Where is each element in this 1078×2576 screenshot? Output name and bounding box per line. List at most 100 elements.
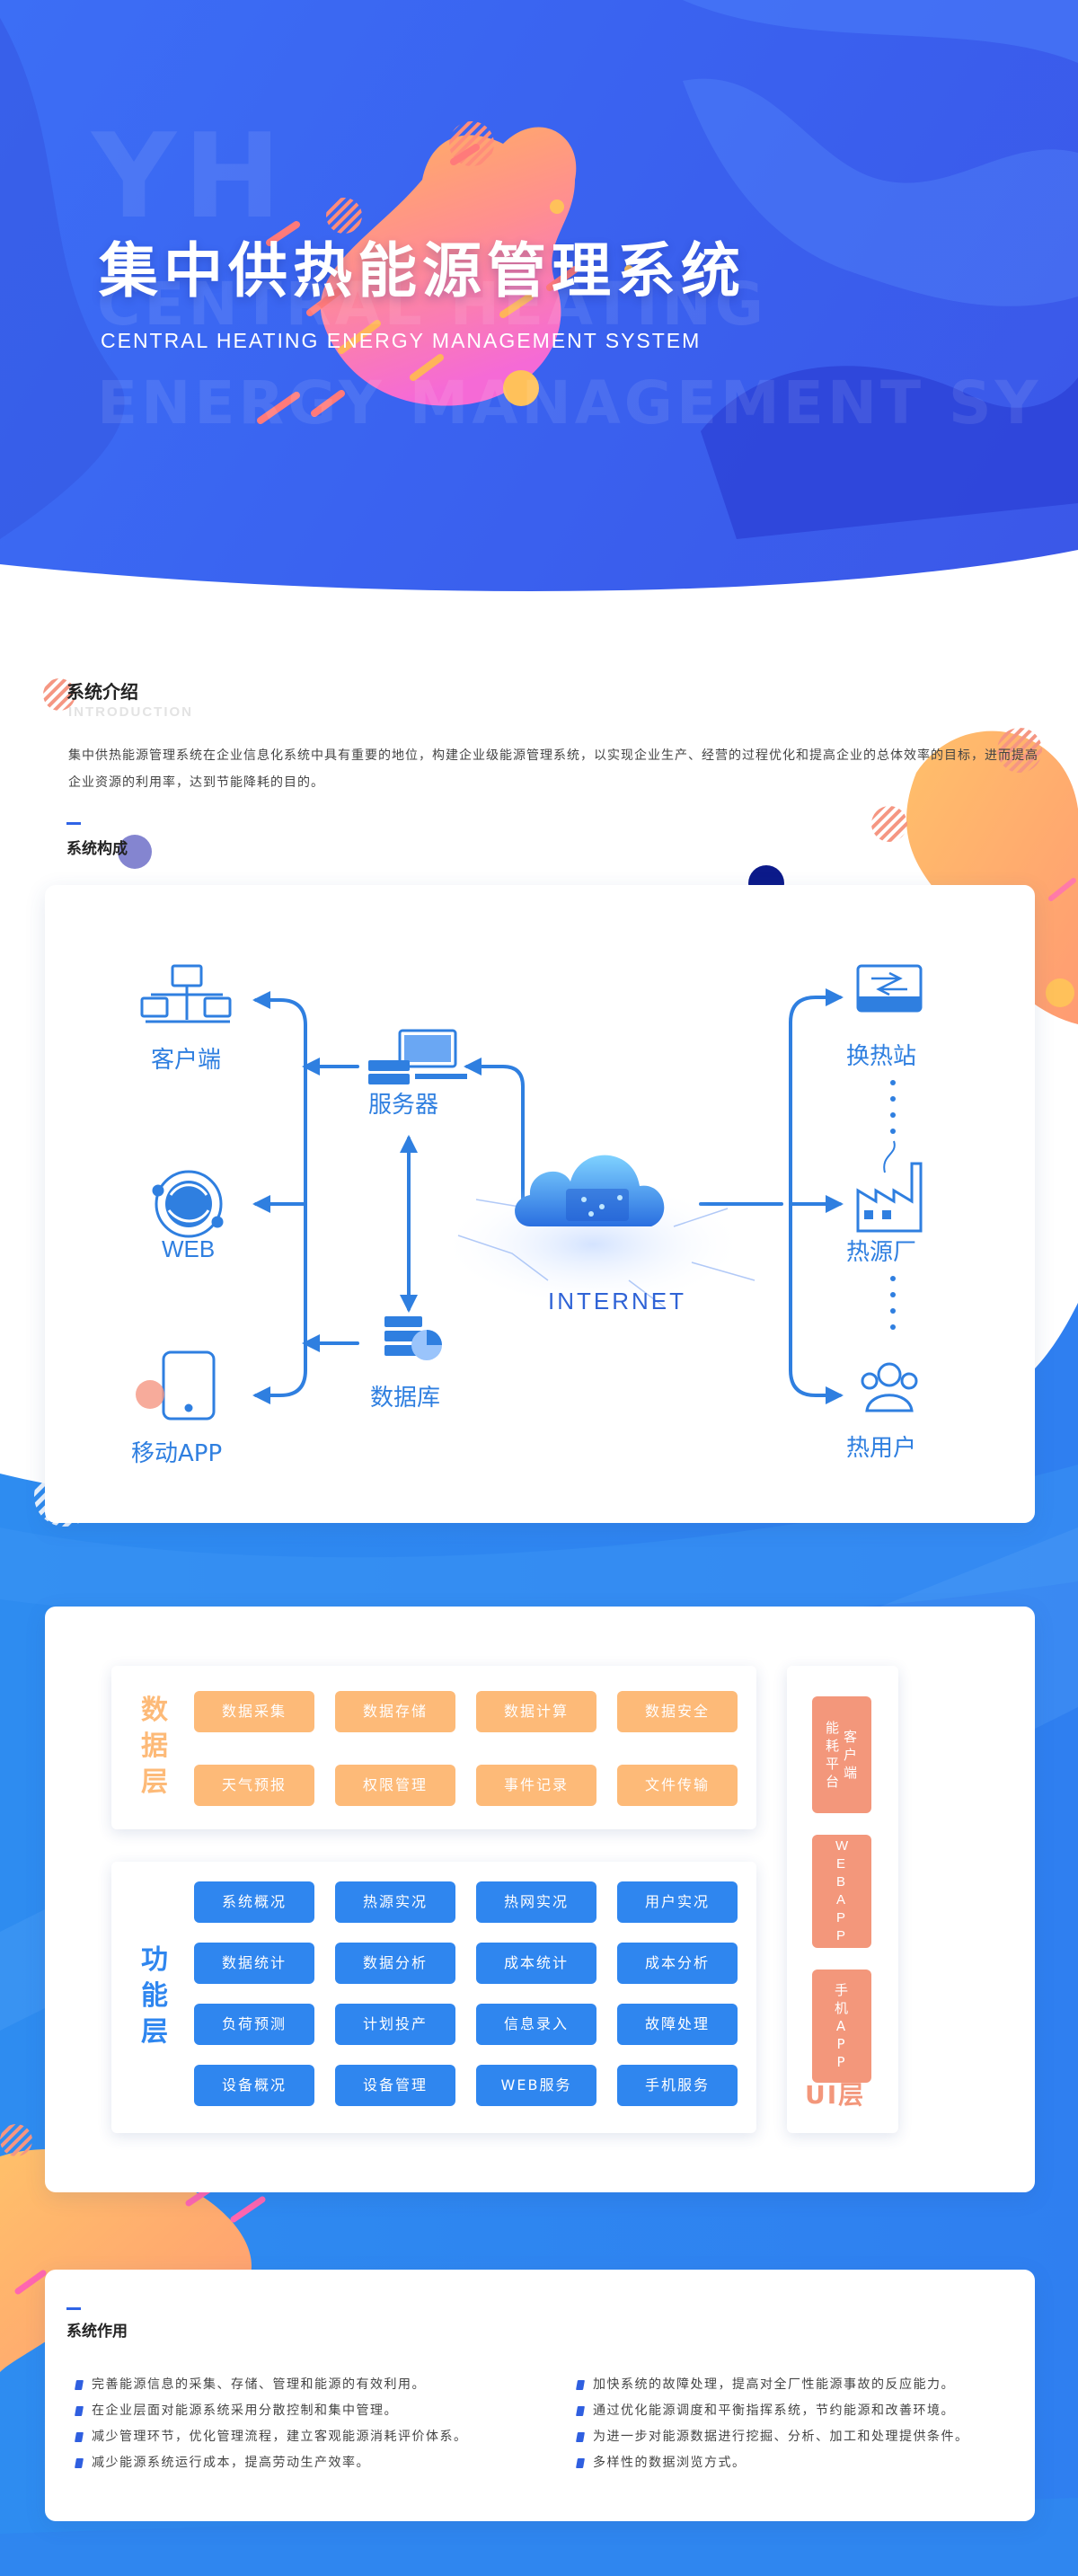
ui-tag-platform-client: 能耗平台 客户端 [812, 1696, 871, 1813]
layer-title-char: 能 [141, 1980, 168, 2012]
role-item: 加快系统的故障处理，提高对全厂性能源事故的反应能力。 [576, 2372, 969, 2398]
hero-banner: YH CENTRAL HEATING ENERGY MANAGEMENT SY … [0, 0, 1078, 593]
data-layer-tag: 权限管理 [335, 1765, 455, 1806]
architecture-title: 系统构成 [66, 840, 128, 858]
function-layer-tag: 设备管理 [335, 2065, 455, 2106]
roles-right-list: 加快系统的故障处理，提高对全厂性能源事故的反应能力。通过优化能源调度和平衡指挥系… [576, 2372, 969, 2476]
mobile-label: 移动APP [131, 1440, 223, 1467]
function-layer-tag: 系统概况 [194, 1881, 314, 1923]
bullet-icon [75, 2458, 84, 2468]
layer-title-char: 层 [141, 2016, 168, 2048]
bullet-icon [576, 2458, 585, 2468]
roles-left-list: 完善能源信息的采集、存储、管理和能源的有效利用。在企业层面对能源系统采用分散控制… [75, 2372, 468, 2476]
intro-title: 系统介绍 [66, 681, 138, 703]
ui-tag-mobileapp: 手机APP [812, 1970, 871, 2083]
ui-tag-webapp-text: WEBAPP [835, 1838, 851, 1943]
function-layer-title: 功能层 [137, 1943, 172, 2050]
ui-layer-title: UI层 [805, 2080, 866, 2110]
roles-title: 系统作用 [66, 2323, 128, 2341]
database-label: 数据库 [370, 1385, 441, 1412]
ui-tag-platform: 能耗平台 [826, 1720, 842, 1790]
hero-watermark-line1: CENTRAL HEATING [97, 270, 767, 339]
role-item-text: 加快系统的故障处理，提高对全厂性能源事故的反应能力。 [593, 2377, 955, 2392]
server-label: 服务器 [368, 1092, 439, 1119]
function-layer-tag: 手机服务 [617, 2065, 738, 2106]
plant-icon [856, 1140, 923, 1233]
section-bar [66, 2307, 81, 2310]
role-item: 通过优化能源调度和平衡指挥系统，节约能源和改善环境。 [576, 2398, 969, 2424]
role-item: 完善能源信息的采集、存储、管理和能源的有效利用。 [75, 2372, 468, 2398]
function-layer-tag: 用户实况 [617, 1881, 738, 1923]
intro-title-en: INTRODUCTION [68, 704, 193, 720]
bullet-icon [576, 2406, 585, 2416]
client-label: 客户端 [151, 1047, 222, 1074]
ui-tag-client: 客户端 [844, 1729, 860, 1781]
data-layer-tag: 数据安全 [617, 1691, 738, 1732]
role-item-text: 完善能源信息的采集、存储、管理和能源的有效利用。 [92, 2377, 426, 2392]
function-layer-tag: 计划投产 [335, 2004, 455, 2045]
bullet-icon [576, 2380, 585, 2390]
internet-label: INTERNET [548, 1288, 686, 1315]
function-layer-tag: 信息录入 [476, 2004, 596, 2045]
function-layer-tag: 设备概况 [194, 2065, 314, 2106]
bullet-icon [576, 2432, 585, 2442]
data-layer-panel: 数据层 数据采集数据存储数据计算数据安全天气预报权限管理事件记录文件传输 [111, 1666, 756, 1829]
role-item: 减少能源系统运行成本，提高劳动生产效率。 [75, 2450, 468, 2476]
plant-label: 热源厂 [846, 1239, 917, 1266]
database-icon [384, 1316, 442, 1360]
function-layer-tag: 数据统计 [194, 1943, 314, 1984]
cloud-icon [515, 1155, 665, 1226]
station-label: 换热站 [846, 1043, 917, 1070]
data-layer-tag: 天气预报 [194, 1765, 314, 1806]
data-layer-tag: 数据计算 [476, 1691, 596, 1732]
function-layer-tag: 成本统计 [476, 1943, 596, 1984]
layer-title-char: 层 [141, 1766, 168, 1798]
station-icon [856, 964, 923, 1013]
bullet-icon [75, 2380, 84, 2390]
role-item: 减少管理环节，优化管理流程，建立客观能源消耗评价体系。 [75, 2424, 468, 2450]
server-icon [368, 1029, 467, 1084]
function-layer-tag: WEB服务 [476, 2065, 596, 2106]
data-layer-title: 数据层 [137, 1693, 172, 1801]
function-layer-tag: 热网实况 [476, 1881, 596, 1923]
role-item: 为进一步对能源数据进行挖掘、分析、加工和处理提供条件。 [576, 2424, 969, 2450]
web-icon [152, 1170, 224, 1238]
hero-subtitle: CENTRAL HEATING ENERGY MANAGEMENT SYSTEM [101, 329, 702, 352]
role-item-text: 通过优化能源调度和平衡指挥系统，节约能源和改善环境。 [593, 2403, 955, 2418]
function-layer-tag: 热源实况 [335, 1881, 455, 1923]
data-layer-tag: 文件传输 [617, 1765, 738, 1806]
role-item-text: 减少管理环节，优化管理流程，建立客观能源消耗评价体系。 [92, 2430, 468, 2444]
architecture-card: 客户端 WEB 移动APP 服务器 数据库 INTERNET 换热站 热源厂 热… [45, 885, 1035, 1523]
ui-tag-mobileapp-text: 手机APP [835, 1982, 851, 2070]
function-layer-tag: 数据分析 [335, 1943, 455, 1984]
web-label: WEB [162, 1235, 216, 1262]
role-item-text: 在企业层面对能源系统采用分散控制和集中管理。 [92, 2403, 398, 2418]
function-layer-panel: 功能层 系统概况热源实况热网实况用户实况数据统计数据分析成本统计成本分析负荷预测… [111, 1862, 756, 2133]
bullet-icon [75, 2406, 84, 2416]
role-item: 多样性的数据浏览方式。 [576, 2450, 969, 2476]
role-item-text: 为进一步对能源数据进行挖掘、分析、加工和处理提供条件。 [593, 2430, 969, 2444]
role-item: 在企业层面对能源系统采用分散控制和集中管理。 [75, 2398, 468, 2424]
hero-watermark-line2: ENERGY MANAGEMENT SY [97, 368, 1042, 438]
layer-title-char: 数 [141, 1695, 168, 1726]
role-item-text: 减少能源系统运行成本，提高劳动生产效率。 [92, 2456, 370, 2470]
function-layer-tag: 故障处理 [617, 2004, 738, 2045]
intro-body: 集中供热能源管理系统在企业信息化系统中具有重要的地位，构建企业级能源管理系统，以… [68, 748, 1038, 790]
data-layer-tag: 事件记录 [476, 1765, 596, 1806]
function-layer-tag: 负荷预测 [194, 2004, 314, 2045]
layers-card: 数据层 数据采集数据存储数据计算数据安全天气预报权限管理事件记录文件传输 功能层… [45, 1607, 1035, 2192]
user-icon [861, 1362, 918, 1412]
ui-layer-panel: 能耗平台 客户端 WEBAPP 手机APP UI层 [787, 1666, 898, 2133]
roles-card: 系统作用 完善能源信息的采集、存储、管理和能源的有效利用。在企业层面对能源系统采… [45, 2270, 1035, 2521]
architecture-diagram [136, 964, 923, 1421]
user-label: 热用户 [846, 1435, 917, 1462]
client-icon [140, 964, 232, 1023]
hero-watermark-letters: YH [92, 108, 288, 244]
ui-tag-webapp: WEBAPP [812, 1835, 871, 1948]
function-layer-tag: 成本分析 [617, 1943, 738, 1984]
layer-title-char: 据 [141, 1731, 168, 1762]
bullet-icon [75, 2432, 84, 2442]
hero-decoration [0, 0, 1078, 593]
role-item-text: 多样性的数据浏览方式。 [593, 2456, 747, 2470]
mobile-icon [162, 1350, 216, 1421]
